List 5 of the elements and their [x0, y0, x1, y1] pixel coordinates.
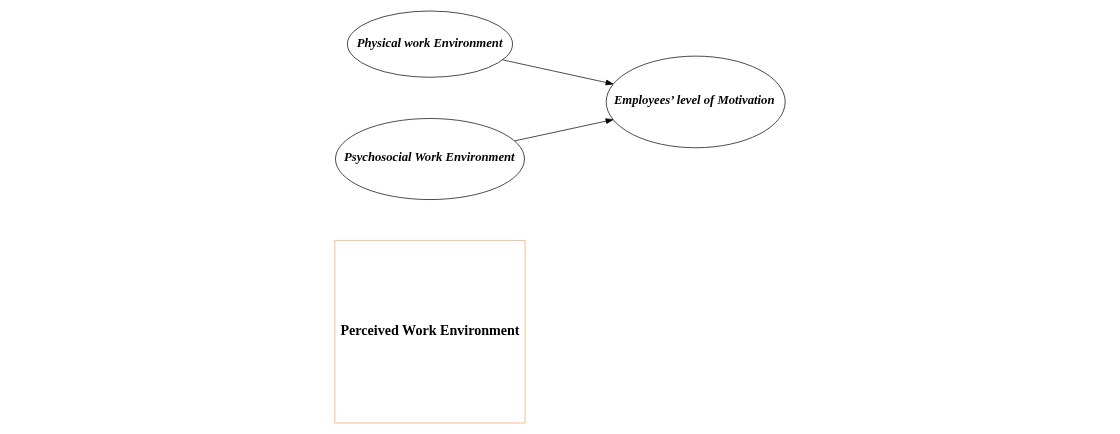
node-box: Perceived Work Environment: [334, 240, 526, 424]
node-ellipse: Physical work Environment: [347, 10, 513, 78]
arrow: [514, 118, 614, 142]
arrow: [502, 59, 614, 86]
node-ellipse: Psychosocial Work Environment: [335, 118, 525, 200]
